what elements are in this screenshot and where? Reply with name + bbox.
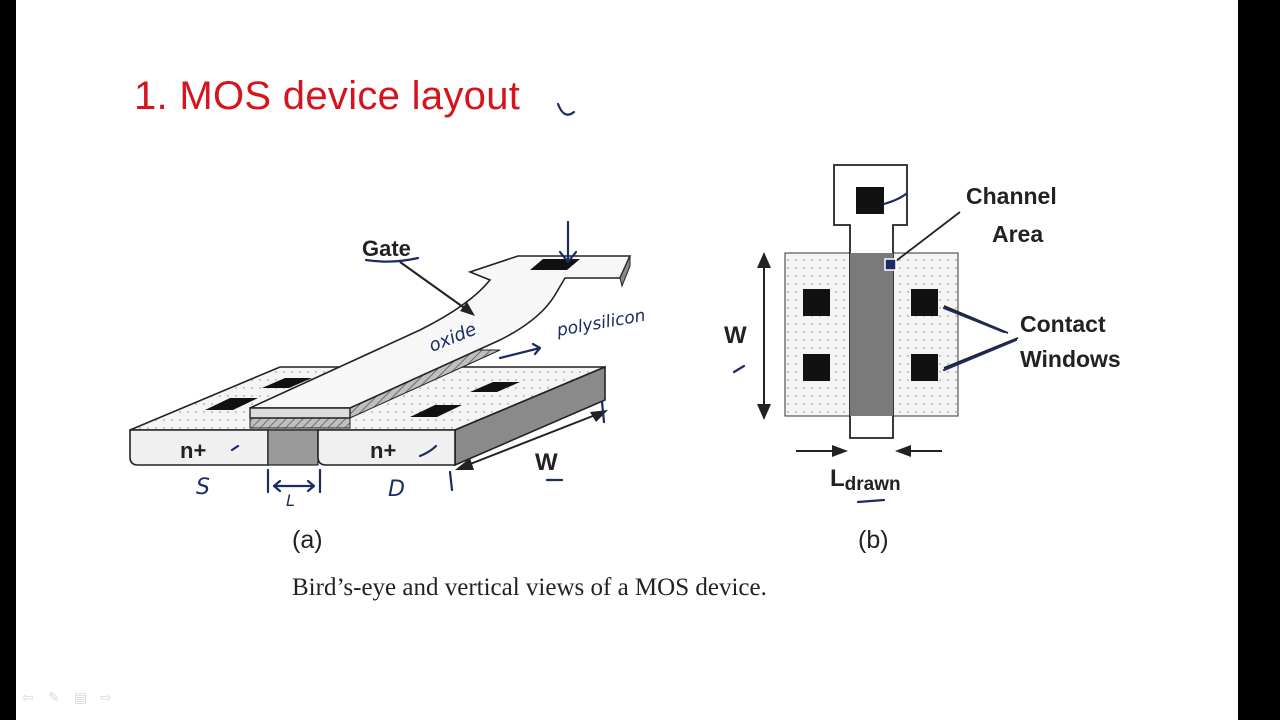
w-b-tick (732, 364, 746, 374)
w-arrowhead-left (455, 458, 474, 470)
poly-gate-front (249, 407, 351, 419)
l-arrowhead-right (895, 445, 911, 457)
contact-arrow-mark (558, 220, 578, 264)
w-arrowhead-top (757, 252, 771, 268)
gate-label: Gate (362, 236, 411, 261)
slide-title: 1. MOS device layout (134, 74, 521, 118)
contact-windows-label-2: Windows (1020, 346, 1121, 372)
contact-window-br (911, 354, 938, 381)
w-arrowhead-bottom (757, 404, 771, 420)
channel-area-label-2: Area (992, 221, 1043, 247)
left-border (0, 0, 16, 720)
next-slide-icon[interactable]: ⇨ (100, 689, 112, 705)
channel-area (850, 253, 893, 416)
gate-arrowhead (460, 302, 475, 316)
contact-window-tr (911, 289, 938, 316)
contact-window (262, 378, 312, 388)
cursor-marker (884, 258, 897, 271)
w-label-a: W (535, 449, 558, 476)
pen-icon[interactable]: ✎ (48, 689, 60, 705)
channel-area-pointer (891, 211, 961, 265)
contact-window (470, 382, 520, 392)
l-underline (856, 498, 886, 504)
length-bracket (266, 468, 322, 494)
subfigure-b-label: (b) (858, 526, 889, 554)
source-note: S (196, 475, 210, 500)
contact-window-bl (803, 354, 830, 381)
source-front (129, 429, 269, 466)
w-label-b: W (724, 322, 747, 349)
source-nplus-label: n+ (180, 438, 206, 463)
prev-slide-icon[interactable]: ⇦ (22, 689, 34, 705)
right-border (1238, 0, 1280, 720)
slide-nav: ⇦ ✎ ▤ ⇨ (22, 690, 118, 704)
menu-icon[interactable]: ▤ (74, 689, 88, 705)
l-sub: drawn (845, 474, 901, 495)
l-arrowhead-left (832, 445, 848, 457)
w-arrowhead-right (590, 410, 608, 422)
contact-pointer-bottom (943, 337, 1019, 369)
figure-a: Gate n+ n+ W (129, 236, 632, 476)
l-drawn-label: Ldrawn (830, 465, 901, 495)
drain-note: D (388, 477, 405, 502)
gate-oxide-front (249, 417, 351, 429)
gate-arrow (399, 261, 471, 313)
poly-arrow (498, 342, 542, 360)
handwriting-b (732, 192, 1018, 504)
contact-window (410, 405, 462, 417)
gate-contact-tick (882, 192, 908, 206)
channel-area-label-1: Channel (966, 183, 1057, 209)
poly-gate-side (619, 255, 631, 288)
title-tick (556, 102, 576, 116)
gate-contact-b (856, 187, 884, 214)
gate-underline (364, 256, 420, 263)
subfigure-a-label: (a) (292, 526, 323, 554)
channel-gap (267, 429, 319, 466)
drain-nplus-label: n+ (370, 438, 396, 463)
w-dimension-line (459, 411, 604, 469)
length-note: L (286, 491, 295, 510)
contact-window-tl (803, 289, 830, 316)
check-marks (230, 444, 438, 458)
polysilicon-note: polysilicon (554, 306, 647, 341)
contact-window (205, 398, 258, 410)
w-ticks (448, 400, 606, 492)
contact-windows-label-1: Contact (1020, 311, 1106, 337)
figure-caption: Bird’s-eye and vertical views of a MOS d… (292, 574, 767, 601)
contact-ink-arrows (942, 306, 1018, 372)
figure-b: W Ldrawn Channel Area Contact Windows (724, 164, 1121, 495)
l-main: L (830, 465, 845, 492)
